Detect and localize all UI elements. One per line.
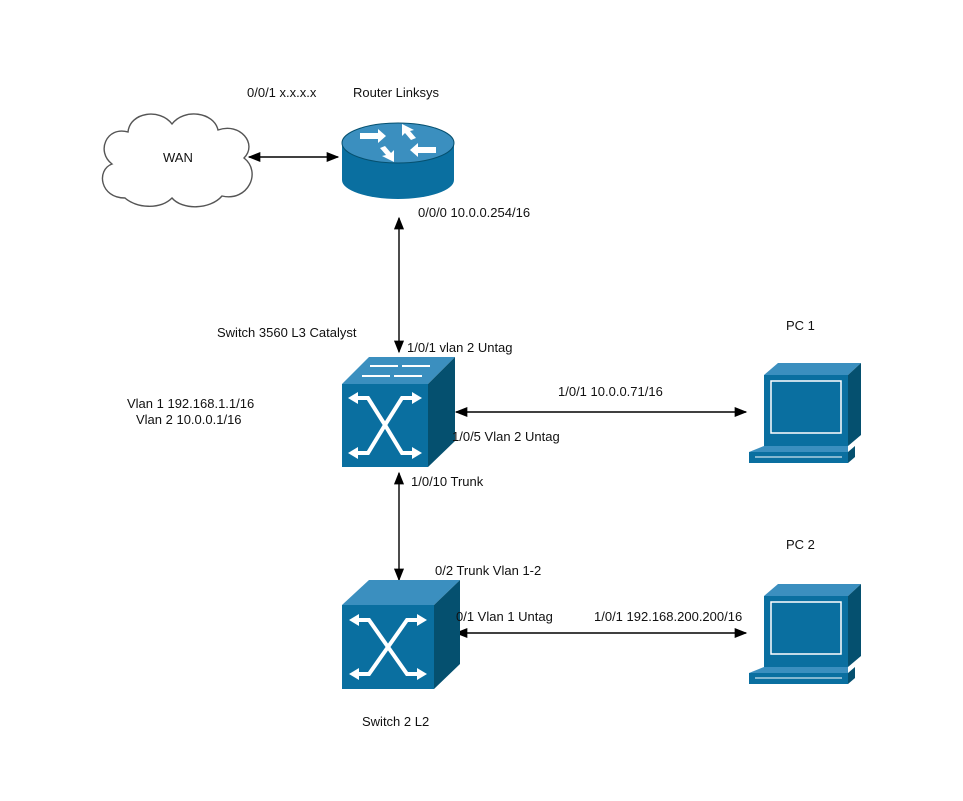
l3-uplink-port-label: 1/0/1 vlan 2 Untag bbox=[407, 340, 513, 355]
pc2: PC 2 bbox=[749, 537, 861, 684]
l2-switch: Switch 2 L2 bbox=[342, 580, 460, 729]
pc2-port-label: 1/0/1 192.168.200.200/16 bbox=[594, 609, 742, 624]
l3-vlan2-label: Vlan 2 10.0.0.1/16 bbox=[136, 412, 242, 427]
l3-trunk-port-label: 1/0/10 Trunk bbox=[411, 474, 484, 489]
wan-label: WAN bbox=[163, 150, 193, 165]
multilayer-switch-icon bbox=[342, 357, 455, 467]
l3-switch: Switch 3560 L3 Catalyst bbox=[217, 325, 455, 467]
l2-pc2-port-label: 0/1 Vlan 1 Untag bbox=[456, 609, 553, 624]
pc-icon bbox=[749, 363, 861, 463]
pc1-port-label: 1/0/1 10.0.0.71/16 bbox=[558, 384, 663, 399]
pc-icon bbox=[749, 584, 861, 684]
l3-vlan1-label: Vlan 1 192.168.1.1/16 bbox=[127, 396, 254, 411]
l2-switch-label: Switch 2 L2 bbox=[362, 714, 429, 729]
pc2-label: PC 2 bbox=[786, 537, 815, 552]
pc1-label: PC 1 bbox=[786, 318, 815, 333]
l2-trunk-port-label: 0/2 Trunk Vlan 1-2 bbox=[435, 563, 541, 578]
l3-switch-label: Switch 3560 L3 Catalyst bbox=[217, 325, 357, 340]
cloud-icon bbox=[101, 113, 253, 208]
router-icon bbox=[341, 122, 455, 199]
router-label: Router Linksys bbox=[353, 85, 439, 100]
router-wan-port-label: 0/0/1 x.x.x.x bbox=[247, 85, 317, 100]
pc1: PC 1 bbox=[749, 318, 861, 463]
router: Router Linksys bbox=[341, 85, 455, 199]
router-lan-port-label: 0/0/0 10.0.0.254/16 bbox=[418, 205, 530, 220]
l3-pc1-port-label: 1/0/5 Vlan 2 Untag bbox=[452, 429, 560, 444]
workgroup-switch-icon bbox=[342, 580, 460, 689]
wan-cloud: WAN bbox=[101, 113, 253, 208]
